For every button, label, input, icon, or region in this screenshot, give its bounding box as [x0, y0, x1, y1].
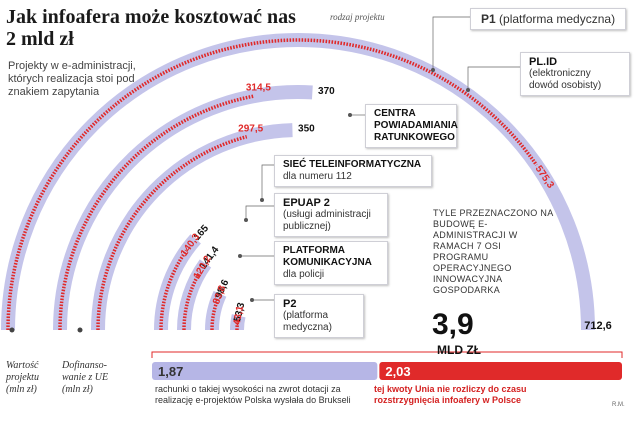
axis-note-cofunding: Dofinanso-wanie z UE (mln zł) [62, 360, 109, 395]
axis-dot-0 [9, 327, 15, 333]
leader-dot-3 [260, 198, 264, 202]
bottom-bracket [151, 351, 623, 358]
label-p1-desc: (platforma medyczna) [499, 12, 616, 26]
cofunding-arc-0 [6, 38, 538, 331]
bottom-bar-right [379, 362, 622, 380]
project-value-6: 53,3 [232, 301, 247, 323]
cofunding-value-1: 314,5 [246, 83, 271, 94]
label-p2-desc: (platforma medyczna) [283, 310, 332, 333]
summary-text: TYLE PRZEZNACZONO NA BUDOWĘ E-ADMINISTRA… [433, 208, 554, 295]
leader-line-4 [245, 205, 274, 220]
leader-dot-5 [238, 254, 242, 258]
cofunding-arc-3 [159, 249, 188, 331]
leader-dot-4 [244, 218, 248, 222]
label-plid-name: PL.ID [529, 56, 558, 68]
leader-line-1 [467, 66, 520, 90]
label-centra: CENTRA POWIADAMIANIA RATUNKOWEGO [365, 104, 458, 148]
page-title: Jak infoafera może kosztować nas 2 mld z… [6, 6, 296, 50]
intro-text: Projekty w e-administracji, których real… [8, 60, 136, 98]
project-value-2: 350 [298, 124, 315, 135]
project-value-0: 712,6 [584, 320, 612, 332]
label-epuap-name: EPUAP 2 [283, 197, 330, 209]
label-epuap-desc: (usługi administracji publicznej) [283, 209, 371, 232]
label-platforma: PLATFORMA KOMUNIKACYJNA dla policji [274, 241, 388, 285]
project-value-1: 370 [318, 86, 335, 97]
bottom-left-text: rachunki o takiej wysokości na zwrot dot… [155, 384, 351, 405]
label-epuap: EPUAP 2 (usługi administracji publicznej… [274, 193, 388, 237]
label-platforma-name: PLATFORMA KOMUNIKACYJNA [283, 245, 372, 268]
cofunding-arc-5 [210, 298, 220, 331]
bottom-right-text: tej kwoty Unia nie rozliczy do czasu roz… [374, 384, 527, 405]
leader-line-3 [261, 164, 274, 200]
label-p1: P1 (platforma medyczna) [470, 8, 627, 30]
axis-note-value: Wartość projektu (mln zł) [6, 360, 39, 395]
label-siec-desc: dla numeru 112 [283, 171, 352, 182]
bottom-left-value: 1,87 [158, 364, 183, 379]
leader-dot-1 [466, 88, 470, 92]
label-p1-name: P1 [481, 12, 496, 26]
leader-dot-6 [250, 298, 254, 302]
label-plid-desc: (elektroniczny dowód osobisty) [529, 68, 602, 91]
bottom-right-value: 2,03 [385, 364, 410, 379]
axis-dot-1 [77, 327, 83, 333]
project-arc-1 [53, 85, 313, 331]
label-siec: SIEĆ TELEINFORMATYCZNA dla numeru 112 [274, 155, 432, 187]
label-siec-name: SIEĆ TELEINFORMATYCZNA [283, 159, 422, 170]
label-p2: P2 (platforma medyczna) [274, 294, 364, 338]
project-arc-3 [154, 234, 201, 331]
label-centra-name: CENTRA POWIADAMIANIA RATUNKOWEGO [374, 108, 458, 143]
bottom-bar-left [152, 362, 378, 380]
project-type-label: rodzaj projektu [330, 12, 385, 22]
leader-dot-0 [431, 68, 435, 72]
summary-value: 3,9 [432, 308, 474, 341]
cofunding-value-6: 43,1 [232, 305, 247, 327]
cofunding-arc-1 [58, 94, 255, 331]
project-arc-4 [177, 259, 212, 331]
signature: R.M. [612, 402, 625, 408]
label-platforma-desc: dla policji [283, 269, 325, 280]
cofunding-arc-6 [235, 318, 240, 331]
summary-unit: MLD ZŁ [437, 343, 481, 357]
label-p2-name: P2 [283, 298, 297, 310]
cofunding-value-2: 297,5 [238, 123, 263, 134]
cofunding-arc-2 [96, 134, 248, 331]
leader-line-0 [432, 16, 470, 70]
label-plid: PL.ID (elektroniczny dowód osobisty) [520, 52, 630, 96]
leader-dot-2 [348, 113, 352, 117]
cofunding-arc-4 [182, 271, 202, 331]
